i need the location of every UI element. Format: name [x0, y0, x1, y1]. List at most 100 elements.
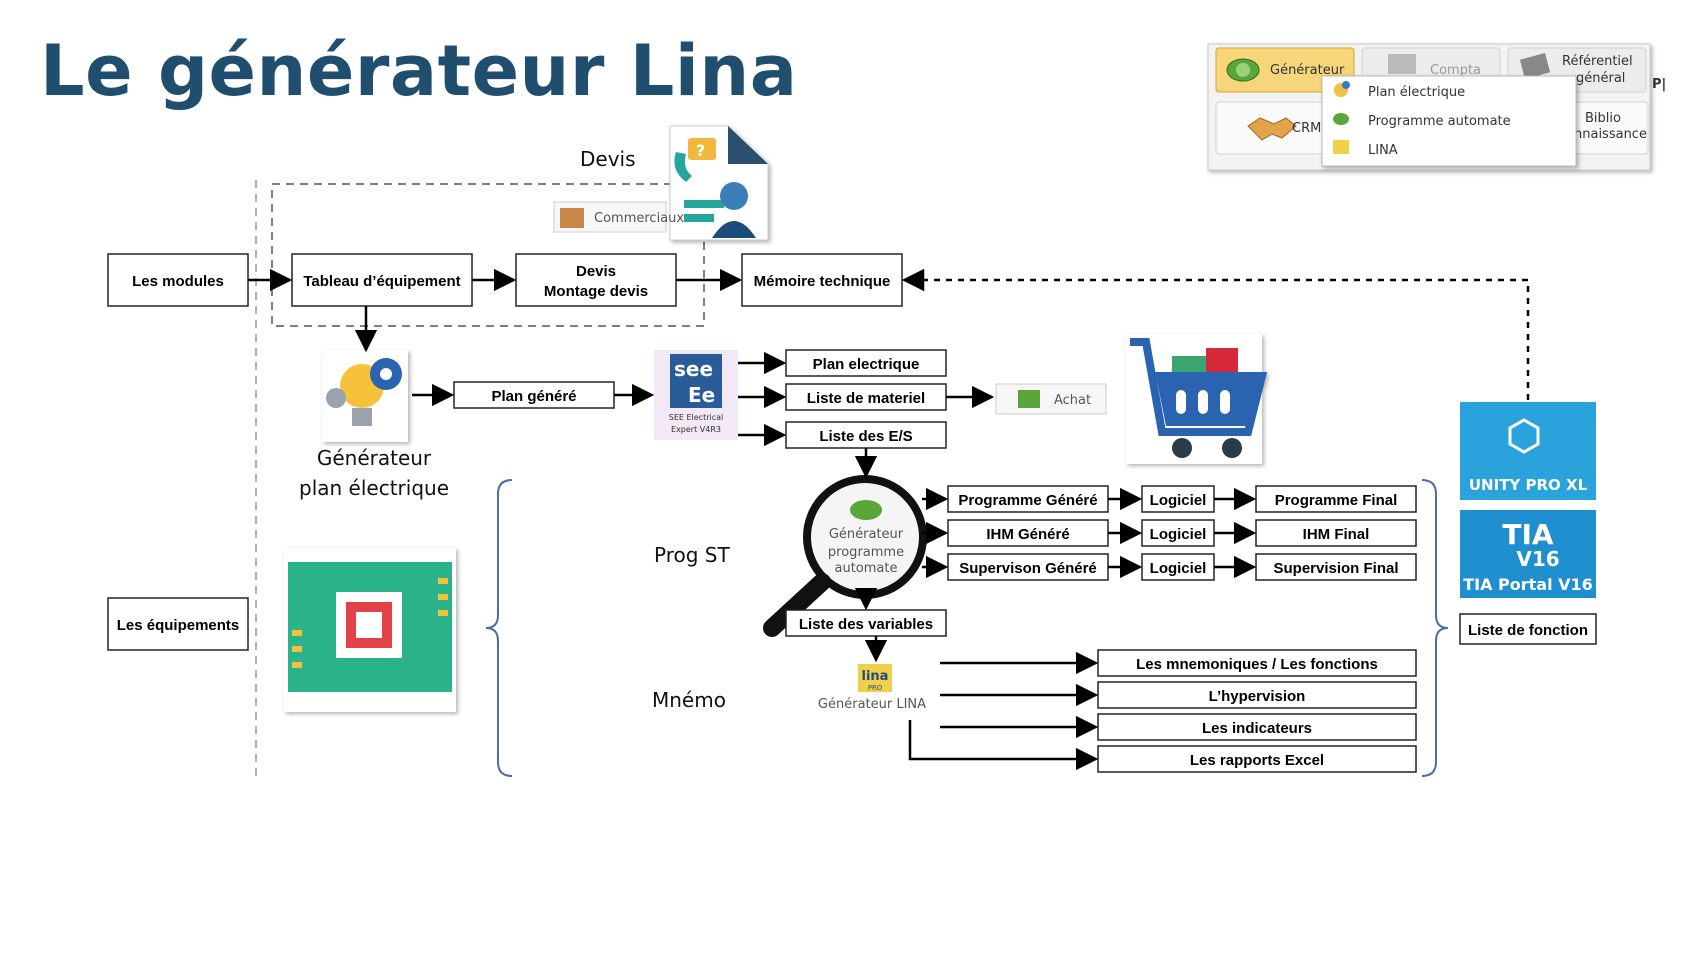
menu-programme-automate-label: Programme automate — [1368, 114, 1511, 129]
svg-text:Logiciel: Logiciel — [1150, 526, 1207, 543]
box-ihm-genere: IHM Généré — [947, 519, 1109, 547]
box-devis-montage: Devis Montage devis — [515, 253, 677, 307]
generateur-lina-label: Générateur LINA — [818, 697, 926, 712]
box-logiciel-1: Logiciel — [1141, 485, 1215, 513]
shopping-cart-icon — [1126, 334, 1268, 464]
mnemo-label: Mnémo — [652, 688, 726, 712]
box-les-equipements: Les équipements — [107, 597, 249, 651]
gen-prog-label-2: programme — [828, 545, 904, 560]
svg-text:IHM Final: IHM Final — [1303, 526, 1370, 543]
devis-dashed-group — [271, 183, 705, 327]
svg-text:Liste des variables: Liste des variables — [799, 616, 933, 633]
tia-text: TIA — [1502, 518, 1554, 551]
right-brace — [1421, 479, 1449, 777]
svg-text:Programme Généré: Programme Généré — [958, 492, 1097, 509]
programme-automate-icon — [1333, 113, 1349, 125]
devis-document-icon: ? — [669, 125, 769, 241]
programme-automate-icon — [850, 500, 882, 520]
svg-text:Les modules: Les modules — [132, 273, 224, 290]
ribbon-generateur-button[interactable]: Générateur — [1215, 47, 1355, 93]
box-hypervision: L’hypervision — [1097, 681, 1417, 709]
commerciaux-label: Commerciaux — [594, 211, 684, 226]
circuit-board-icon — [284, 548, 456, 712]
generateur-dropdown-menu: Plan électrique Programme automate LINA — [1321, 75, 1577, 167]
ribbon-referentiel-label-2: général — [1576, 71, 1625, 86]
page-title: Le générateur Lina — [40, 30, 798, 112]
ribbon-compta-label: Compta — [1430, 63, 1481, 78]
lina-icon — [1333, 140, 1349, 154]
ribbon-biblio-label-2: nnaissance — [1574, 127, 1647, 142]
generateur-plan-label-2: plan électrique — [299, 476, 449, 500]
see-electrical-text: SEE Electrical — [669, 413, 724, 422]
tia-portal-text: TIA Portal V16 — [1463, 575, 1593, 594]
box-liste-materiel: Liste de materiel — [785, 383, 947, 411]
svg-text:Liste de materiel: Liste de materiel — [807, 390, 925, 407]
svg-text:IHM Généré: IHM Généré — [986, 526, 1069, 543]
ribbon-referentiel-label-1: Référentiel — [1562, 54, 1633, 69]
svg-text:Liste des E/S: Liste des E/S — [819, 428, 912, 445]
box-programme-final: Programme Final — [1255, 485, 1417, 513]
see-logo-text: see — [674, 357, 713, 381]
svg-text:Les rapports Excel: Les rapports Excel — [1190, 752, 1324, 769]
ribbon-biblio-button[interactable]: Biblio nnaissance — [1571, 101, 1649, 155]
commerciaux-button[interactable]: Commerciaux — [553, 201, 684, 233]
menu-item-plan-electrique[interactable]: Plan électrique — [1334, 81, 1465, 100]
box-plan-electrique: Plan electrique — [785, 349, 947, 377]
svg-text:Programme Final: Programme Final — [1275, 492, 1398, 509]
lightbulb-gear-icon — [322, 350, 408, 442]
achat-button[interactable]: Achat — [995, 383, 1107, 415]
svg-text:?: ? — [696, 141, 705, 160]
unity-text: UNITY PRO XL — [1469, 476, 1588, 494]
see-electrical-logo: see Ee SEE Electrical Expert V4R3 — [654, 350, 738, 440]
menu-item-programme-automate[interactable]: Programme automate — [1333, 113, 1511, 129]
svg-text:Plan electrique: Plan electrique — [813, 356, 920, 373]
gen-prog-label-1: Générateur — [829, 527, 904, 542]
arrow-lina-rapports — [908, 720, 1099, 771]
svg-text:Montage devis: Montage devis — [544, 283, 648, 300]
partial-logo-letters: P| — [1652, 77, 1666, 92]
ribbon-crm-label: CRM — [1292, 121, 1321, 136]
menu-plan-electrique-label: Plan électrique — [1368, 85, 1465, 100]
achat-label: Achat — [1054, 393, 1091, 408]
briefcase-icon — [560, 208, 584, 228]
menu-lina-label: LINA — [1368, 143, 1398, 158]
box-mnemoniques: Les mnemoniques / Les fonctions — [1097, 649, 1417, 677]
box-liste-fonction: Liste de fonction — [1459, 613, 1597, 645]
box-plan-genere: Plan généré — [453, 381, 615, 409]
ribbon-crm-button[interactable]: CRM — [1215, 101, 1327, 155]
money-icon — [1018, 390, 1040, 408]
svg-text:Mémoire technique: Mémoire technique — [754, 273, 891, 290]
devis-label: Devis — [580, 147, 636, 171]
lina-logo: lina PRO Générateur LINA — [818, 664, 926, 712]
box-memoire-technique: Mémoire technique — [741, 253, 903, 307]
menu-item-lina[interactable]: LINA — [1333, 140, 1398, 158]
flow-arrows — [248, 268, 1530, 771]
dashed-arrow-to-memoire — [901, 268, 1530, 400]
svg-text:Les mnemoniques / Les fonction: Les mnemoniques / Les fonctions — [1136, 656, 1378, 673]
svg-text:Supervision Final: Supervision Final — [1273, 560, 1398, 577]
svg-text:Logiciel: Logiciel — [1150, 560, 1207, 577]
prog-st-label: Prog ST — [654, 543, 730, 567]
svg-text:Plan généré: Plan généré — [491, 388, 576, 405]
generateur-plan-label-1: Générateur — [317, 446, 432, 470]
svg-text:Logiciel: Logiciel — [1150, 492, 1207, 509]
svg-text:Devis: Devis — [576, 263, 616, 280]
ribbon-generateur-label: Générateur — [1270, 63, 1345, 78]
svg-text:Supervison Généré: Supervison Généré — [959, 560, 1097, 577]
box-les-modules: Les modules — [107, 253, 249, 307]
svg-text:L’hypervision: L’hypervision — [1209, 688, 1306, 705]
box-ihm-final: IHM Final — [1255, 519, 1417, 547]
box-supervision-genere: Supervison Généré — [947, 553, 1109, 581]
svg-text:Les équipements: Les équipements — [117, 617, 240, 634]
tia-version-text: V16 — [1516, 547, 1559, 571]
box-programme-genere: Programme Généré — [947, 485, 1109, 513]
unity-pro-xl-logo: UNITY PRO XL — [1460, 402, 1596, 500]
see-version-text: Expert V4R3 — [671, 425, 721, 434]
box-liste-es: Liste des E/S — [785, 421, 947, 449]
gen-prog-label-3: automate — [835, 561, 898, 576]
svg-text:Liste de fonction: Liste de fonction — [1468, 622, 1588, 639]
box-logiciel-3: Logiciel — [1141, 553, 1215, 581]
lina-pro-text: PRO — [868, 684, 883, 692]
box-liste-variables: Liste des variables — [785, 609, 947, 637]
